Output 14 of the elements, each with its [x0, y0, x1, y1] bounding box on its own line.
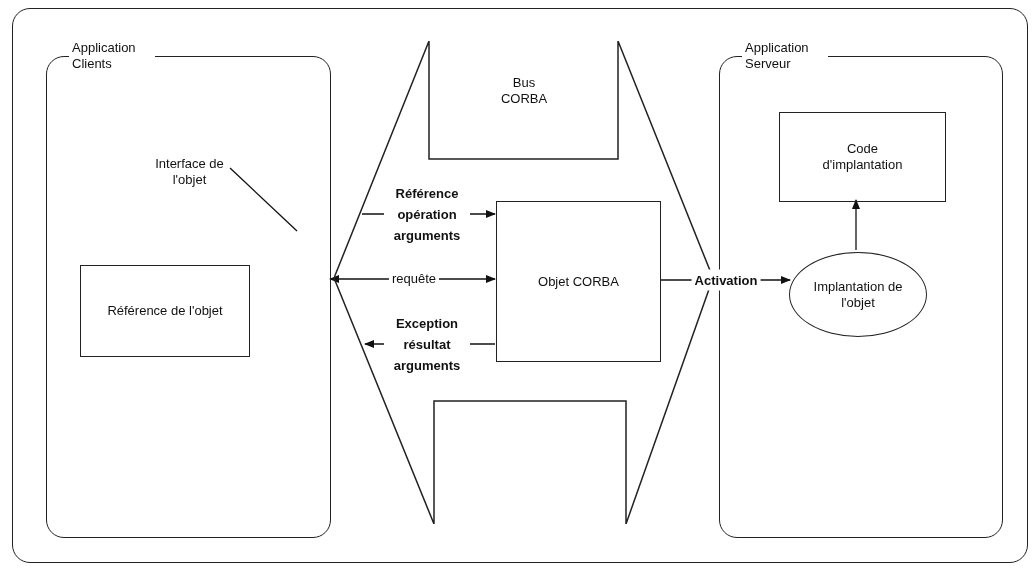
reference-box — [80, 265, 250, 357]
edge-label: requête — [388, 272, 440, 286]
edge-label: Activation — [691, 269, 761, 291]
node-label: Code d'implantation — [821, 141, 904, 173]
node-label: Référence de l'objet — [106, 303, 224, 319]
leader-line — [229, 167, 298, 232]
arrow — [851, 198, 861, 251]
implementation-ellipse — [789, 252, 927, 337]
node-label: Bus CORBA — [499, 75, 549, 107]
node-label: Objet CORBA — [537, 273, 620, 290]
node-label: Interface de l'objet — [154, 156, 225, 188]
node-label: Implantation de l'objet — [812, 278, 904, 311]
object-box — [496, 201, 661, 362]
code-box — [779, 112, 946, 202]
